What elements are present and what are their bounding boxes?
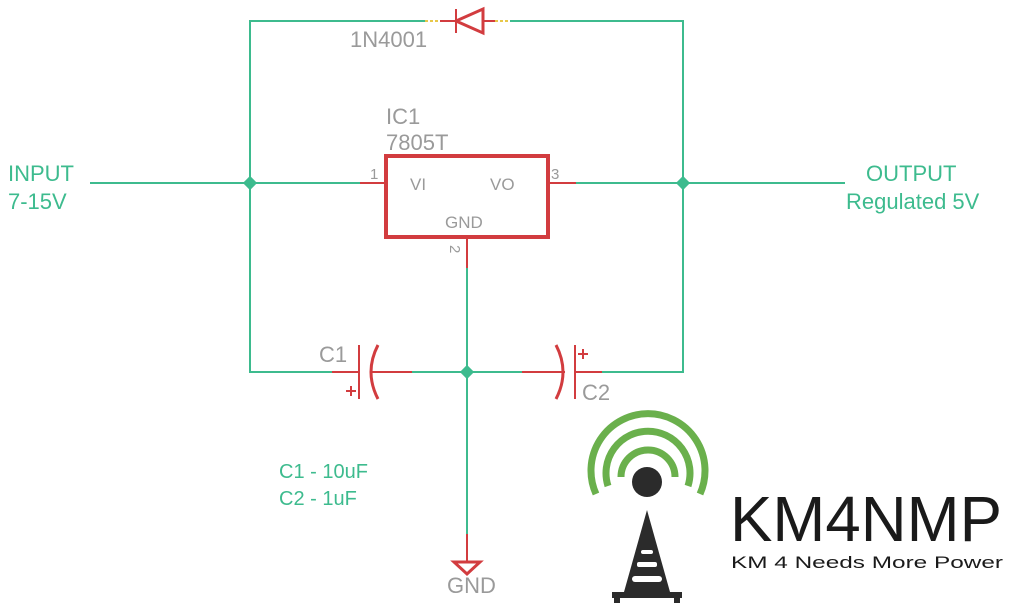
- wire-diode-left: [249, 20, 427, 183]
- pin-vi-label: VI: [410, 175, 426, 194]
- c1-label: C1: [319, 342, 347, 367]
- junctions: [242, 175, 691, 380]
- regulator-value: 7805T: [386, 130, 448, 155]
- output-label: OUTPUT: [866, 161, 956, 186]
- regulator-ref: IC1: [386, 104, 420, 129]
- junction-dot: [459, 364, 475, 380]
- pin-3-number: 3: [551, 166, 559, 183]
- wire-diode-right: [510, 20, 684, 183]
- pin-gnd-label: GND: [445, 213, 483, 232]
- note-c1: C1 - 10uF: [279, 461, 368, 483]
- c2-label: C2: [582, 380, 610, 405]
- wires: [90, 20, 845, 534]
- input-label: INPUT: [8, 161, 74, 186]
- capacitor-c2[interactable]: [522, 344, 602, 400]
- wire-c1-left: [249, 183, 332, 373]
- pin-vo-label: VO: [490, 175, 515, 194]
- ground-label: GND: [447, 573, 496, 598]
- diode-1n4001[interactable]: [425, 6, 510, 36]
- logo-title: KM4NMP: [730, 483, 1002, 555]
- logo: KM4NMP KM 4 Needs More Power: [587, 410, 1003, 603]
- pin-1-number: 1: [370, 166, 378, 183]
- capacitor-c1[interactable]: [332, 344, 412, 400]
- input-voltage: 7-15V: [8, 189, 67, 214]
- logo-tagline: KM 4 Needs More Power: [731, 553, 1003, 572]
- ground-symbol[interactable]: [450, 534, 484, 577]
- radio-tower-icon: [587, 410, 709, 603]
- regulator-ic1[interactable]: [360, 154, 576, 268]
- output-voltage: Regulated 5V: [846, 189, 980, 214]
- junction-dot: [242, 175, 258, 191]
- junction-dot: [675, 175, 691, 191]
- pin-2-number: 2: [446, 245, 463, 253]
- wire-c2-right: [602, 183, 684, 373]
- note-c2: C2 - 1uF: [279, 488, 357, 510]
- diode-label: 1N4001: [350, 27, 427, 52]
